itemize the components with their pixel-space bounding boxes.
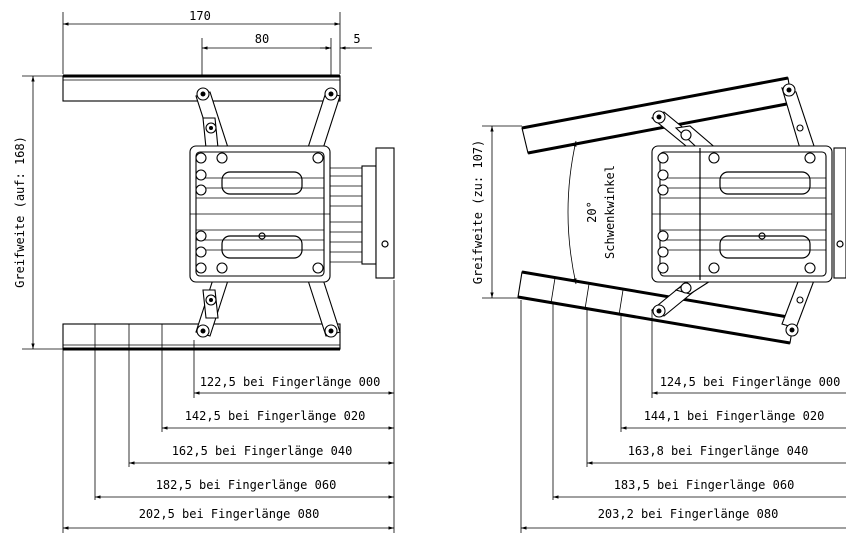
- pivot-joints-right: [652, 83, 816, 337]
- finger-length-dims-left: 122,5 bei Fingerlänge 000 142,5 bei Fing…: [62, 280, 395, 533]
- gripper-body: [189, 145, 331, 283]
- dim-5-label: 5: [353, 32, 360, 46]
- finger-dim-060-left: 182,5 bei Fingerlänge 060: [156, 478, 337, 492]
- finger-length-dims-right: 124,5 bei Fingerlänge 000 144,1 bei Fing…: [520, 300, 846, 533]
- shafts: [330, 167, 362, 263]
- finger-dim-080-right: 203,2 bei Fingerlänge 080: [598, 507, 779, 521]
- angle-value: 20°: [585, 201, 599, 223]
- left-view: 170 80 5: [13, 9, 395, 533]
- dim-170-label: 170: [189, 9, 211, 23]
- dim-170: 170: [62, 9, 341, 74]
- finger-dim-060-right: 183,5 bei Fingerlänge 060: [614, 478, 795, 492]
- finger-dim-000-left: 122,5 bei Fingerlänge 000: [200, 375, 381, 389]
- finger-dim-020-left: 142,5 bei Fingerlänge 020: [185, 409, 366, 423]
- greifweite-open-label: Greifweite (auf: 168): [13, 136, 27, 288]
- dim-greifweite-right: Greifweite (zu: 107): [471, 125, 522, 299]
- finger-dim-040-left: 162,5 bei Fingerlänge 040: [172, 444, 353, 458]
- gripper-body-right: [651, 145, 846, 283]
- dim-5: 5: [320, 32, 372, 50]
- finger-dim-020-right: 144,1 bei Fingerlänge 020: [644, 409, 825, 423]
- finger-dim-080-left: 202,5 bei Fingerlänge 080: [139, 507, 320, 521]
- right-view: Greifweite (zu: 107) 20° Schwenkwinkel 1…: [471, 76, 846, 533]
- mounting-flange: [361, 147, 395, 279]
- greifweite-closed-label: Greifweite (zu: 107): [471, 140, 485, 285]
- dim-80: 80: [201, 32, 332, 92]
- finger-dim-000-right: 124,5 bei Fingerlänge 000: [660, 375, 841, 389]
- dim-80-label: 80: [255, 32, 269, 46]
- swivel-angle: 20° Schwenkwinkel: [567, 140, 617, 285]
- dim-greifweite-left: Greifweite (auf: 168): [13, 75, 63, 350]
- angle-label: Schwenkwinkel: [603, 165, 617, 259]
- finger-dim-040-right: 163,8 bei Fingerlänge 040: [628, 444, 809, 458]
- pivot-joints: [195, 87, 338, 338]
